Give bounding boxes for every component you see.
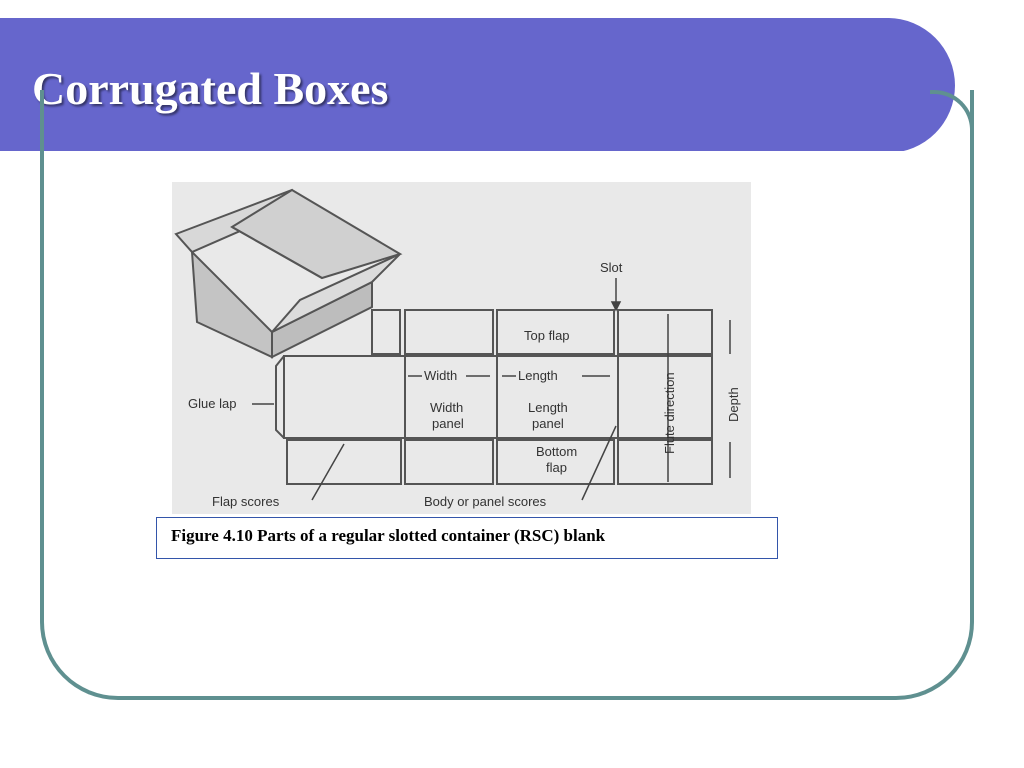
title-underline (0, 151, 905, 154)
label-length-panel-2: panel (532, 416, 564, 431)
bottom-flap-rect-2 (404, 439, 494, 485)
label-width: Width (424, 368, 457, 383)
body-scores-arrow (581, 425, 617, 501)
rsc-blank-figure: Slot Top flap Width Length Width panel L… (172, 182, 751, 514)
top-flap-rect-1 (371, 309, 401, 355)
rsc-diagram: Slot Top flap Width Length Width panel L… (174, 188, 741, 509)
figure-caption: Figure 4.10 Parts of a regular slotted c… (156, 517, 778, 559)
label-width-panel-1: Width (430, 400, 463, 415)
label-width-panel-2: panel (432, 416, 464, 431)
label-flap-scores: Flap scores (212, 494, 280, 509)
title-band: Corrugated Boxes (0, 18, 955, 154)
label-depth: Depth (726, 387, 741, 422)
label-slot: Slot (600, 260, 623, 275)
label-length-panel-1: Length (528, 400, 568, 415)
bottom-flap-rect-4 (617, 439, 713, 485)
label-bottom-flap-2: flap (546, 460, 567, 475)
label-bottom-flap-1: Bottom (536, 444, 577, 459)
content-frame (40, 90, 974, 700)
top-flap-rect-3 (496, 309, 615, 355)
flap-scores-arrow (311, 443, 345, 501)
label-top-flap: Top flap (524, 328, 570, 343)
bottom-flap-rect-3 (496, 439, 615, 485)
box-illustration-top-flap (271, 253, 401, 333)
label-body-scores: Body or panel scores (424, 494, 547, 509)
label-length: Length (518, 368, 558, 383)
label-glue-lap: Glue lap (188, 396, 236, 411)
bottom-flap-rect-1 (286, 439, 402, 485)
glue-lap-shape (275, 355, 285, 439)
box-illustration-front (190, 249, 273, 359)
label-flute-direction: Flute direction (662, 372, 677, 454)
top-flap-rect-4 (617, 309, 713, 355)
top-flap-rect-2 (404, 309, 494, 355)
